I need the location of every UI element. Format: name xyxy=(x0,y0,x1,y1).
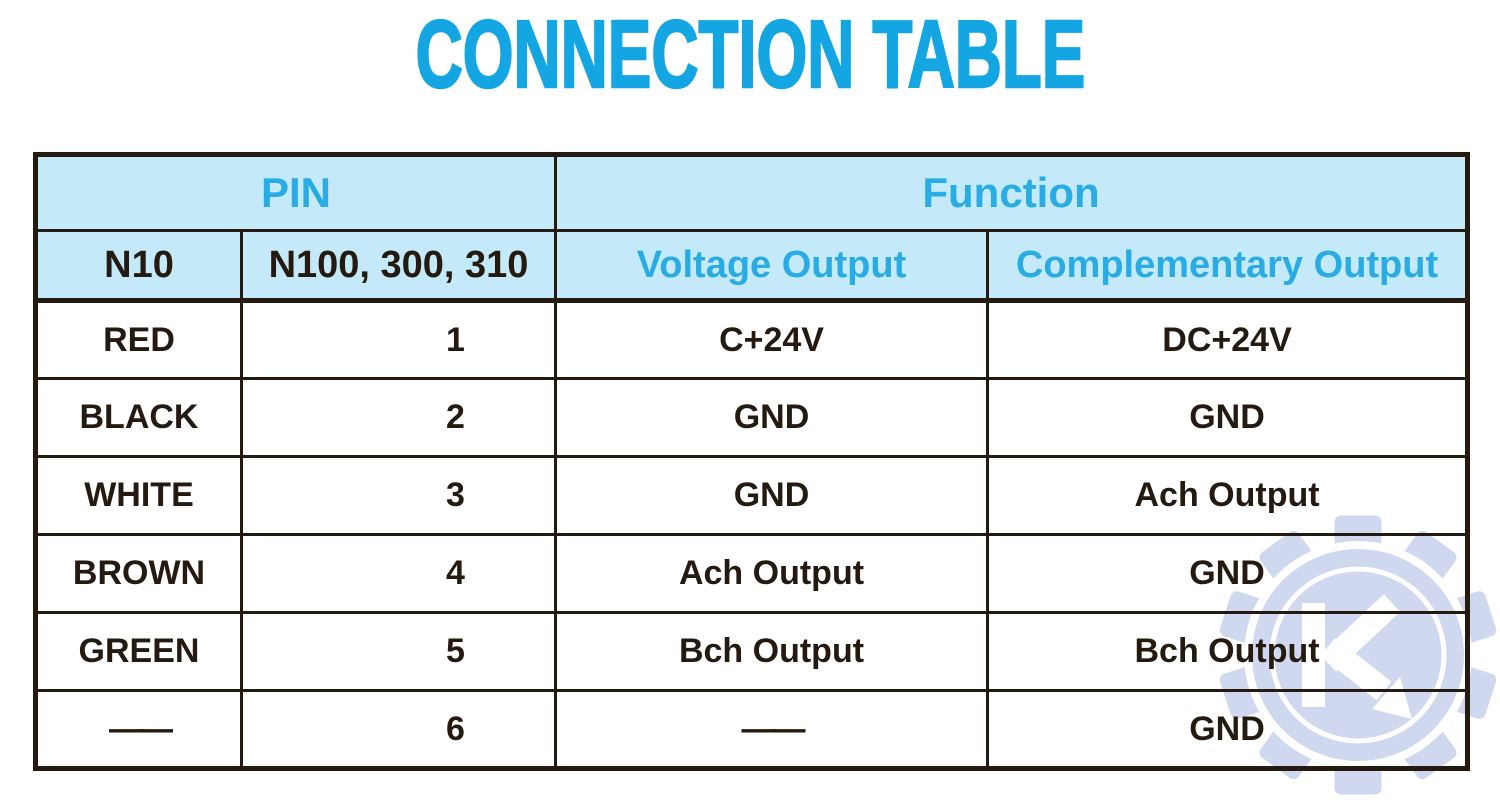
table-cell: GND xyxy=(986,533,1470,614)
table-cell: Ach Output xyxy=(986,455,1470,536)
group-header-pin: PIN xyxy=(33,153,558,232)
table-row: BROWN 4 Ach Output GND xyxy=(34,533,1470,614)
table-cell: GREEN xyxy=(34,611,243,692)
table-row: WHITE 3 GND Ach Output xyxy=(34,455,1470,536)
subheader-voltage-output: Voltage Output xyxy=(554,229,990,303)
table-cell: 2 xyxy=(239,377,558,458)
table-cell: DC+24V xyxy=(986,299,1470,380)
table-cell: Ach Output xyxy=(554,533,990,614)
group-header-function: Function xyxy=(554,153,1470,232)
table-cell: 1 xyxy=(239,299,558,380)
table-cell: 4 xyxy=(239,533,558,614)
table-cell: Bch Output xyxy=(554,611,990,692)
table-cell-empty-dash: —— xyxy=(34,689,243,770)
table-cell: RED xyxy=(34,299,243,380)
table-row: RED 1 C+24V DC+24V xyxy=(34,299,1470,380)
table-cell: WHITE xyxy=(34,455,243,536)
subheader-n10: N10 xyxy=(34,229,243,303)
connection-table: PIN Function N10 N100, 300, 310 Voltage … xyxy=(33,152,1471,771)
table-cell: GND xyxy=(554,455,990,536)
table-cell: GND xyxy=(986,377,1470,458)
table-row: BLACK 2 GND GND xyxy=(34,377,1470,458)
table-cell-empty-dash: —— xyxy=(554,689,990,770)
subheader-complementary-output: Complementary Output xyxy=(986,229,1470,303)
subheader-n100-300-310: N100, 300, 310 xyxy=(239,229,558,303)
page-title: CONNECTION TABLE xyxy=(414,1,1085,108)
table-cell: BLACK xyxy=(34,377,243,458)
table-row: —— 6 —— GND xyxy=(34,689,1470,770)
table-cell: Bch Output xyxy=(986,611,1470,692)
table-cell: 6 xyxy=(239,689,558,770)
table-cell: C+24V xyxy=(554,299,990,380)
table-row: GREEN 5 Bch Output Bch Output xyxy=(34,611,1470,692)
table-cell: BROWN xyxy=(34,533,243,614)
table-cell: 5 xyxy=(239,611,558,692)
table-subheader-row: N10 N100, 300, 310 Voltage Output Comple… xyxy=(34,229,1470,303)
table-cell: GND xyxy=(986,689,1470,770)
page-title-row: CONNECTION TABLE xyxy=(0,1,1500,108)
table-cell: GND xyxy=(554,377,990,458)
table-group-header-row: PIN Function xyxy=(33,153,1470,232)
table-cell: 3 xyxy=(239,455,558,536)
